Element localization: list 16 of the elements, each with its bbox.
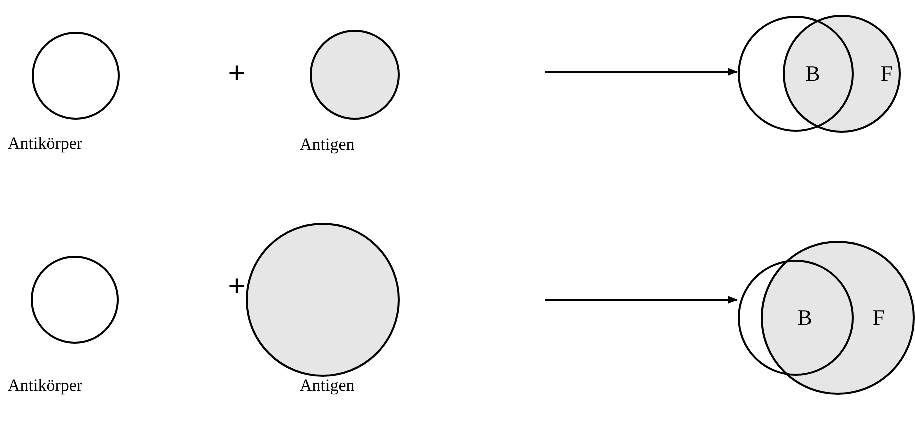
node-label: Antigen bbox=[300, 135, 355, 155]
arrow bbox=[545, 296, 738, 304]
region-label: F bbox=[872, 306, 886, 330]
plus-sign: + bbox=[228, 59, 246, 89]
node-label: Antikörper bbox=[8, 134, 83, 154]
node-label: Antigen bbox=[300, 376, 355, 396]
node-label: Antikörper bbox=[8, 376, 83, 396]
region-label: B bbox=[798, 306, 812, 330]
circle-shape bbox=[310, 30, 400, 120]
circle-shape bbox=[31, 256, 119, 344]
circle-shape bbox=[246, 223, 400, 377]
arrow bbox=[545, 68, 738, 76]
plus-sign: + bbox=[228, 272, 246, 302]
region-label: B bbox=[806, 62, 820, 86]
circle-shape bbox=[32, 32, 120, 120]
region-label: F bbox=[880, 62, 894, 86]
